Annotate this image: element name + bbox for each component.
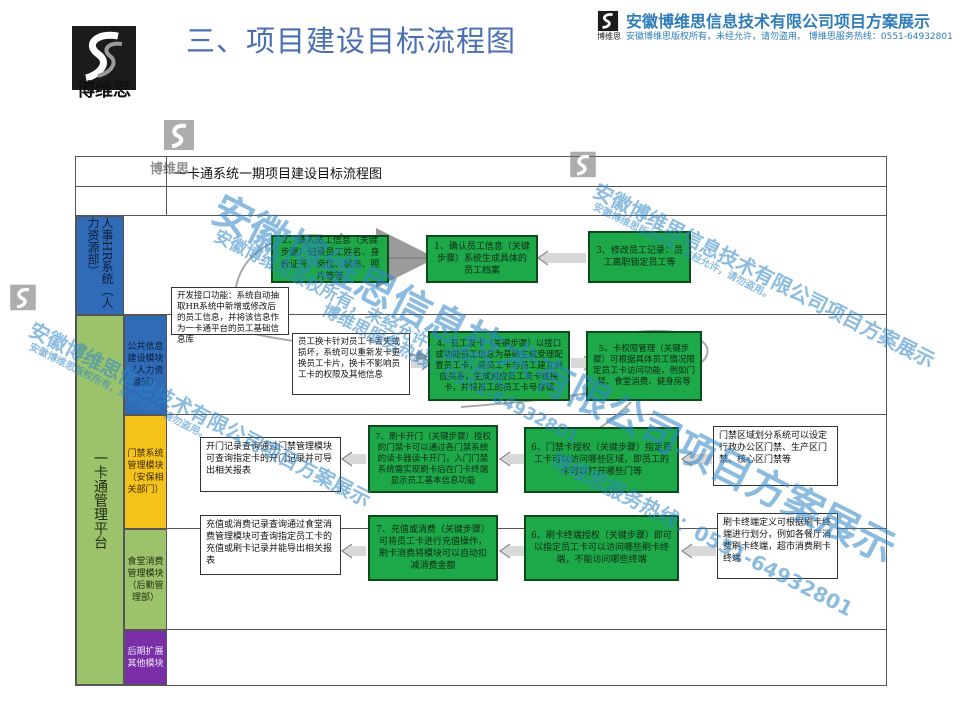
hr-row (76, 216, 886, 315)
lane-hr: 人事HR系统（人力资源部） (76, 216, 124, 315)
box-hr-step-1: 1、确认员工信息（关键步骤）系统生成具体的员工档案 (426, 235, 538, 283)
box-door-step-6: 6、门禁卡授权（关键步骤）指定员工卡可以访问哪些区域，即员工的卡可以打开哪些门等 (524, 427, 679, 493)
box-door-step-7: 7、刷卡开门（关键步骤）授权的门禁卡可以通过各门禁系统的读卡器读卡开门，入门门禁… (368, 425, 498, 493)
box-pub-step-4: 4、员工发卡（关键步骤）以接口或功能员工信息为基础生成受理配置员工卡，将员工卡与… (428, 331, 570, 401)
box-canteen-step-7: 7、充值或消费（关键步骤）可将员工卡进行充值操作，刷卡消费将模块可以自动扣减消费… (368, 515, 498, 581)
lane-public-info: 公共信息建设模块（人力资源部） (124, 315, 167, 415)
brand-title: 安徽博维思信息技术有限公司项目方案展示 (626, 12, 931, 31)
watermark-logo-label: 博维思 (150, 162, 190, 177)
box-door-zone: 门禁区域划分系统可以设定行政办公区门禁、生产区门禁、核心区门禁等 (713, 426, 838, 486)
brand-mini-text: 博维思 (597, 32, 621, 41)
lane-later: 后期扩展其他模块 (124, 630, 167, 685)
watermark-logo-icon (164, 120, 194, 150)
box-canteen-zone: 刷卡终端定义可根据刷卡终端进行划分，例如各餐厅消费刷卡终端，超市消费刷卡终端 (717, 513, 838, 579)
flow-diagram: 一卡通系统一期项目建设目标流程图 人事HR系统（人力资源部） 一卡通管理平台 公… (75, 156, 887, 686)
canteen-row (76, 529, 886, 630)
watermark-logo-icon (570, 151, 596, 178)
box-hr-step-3: 3、修改员工记录：员工离职锁定员工等 (588, 231, 691, 283)
page-title: 三、项目建设目标流程图 (186, 24, 517, 58)
lane-platform: 一卡通管理平台 (76, 315, 124, 685)
box-door-query: 开门记录查询通过门禁管理模块可查询指定卡的开门记录并可导出相关报表 (200, 437, 341, 492)
spacer-row (76, 187, 886, 216)
box-interface: 开发接口功能：系统自动抽取HR系统中新增或修改后的员工信息，并将该信息作为一卡通… (171, 287, 289, 345)
logo-text: 博维思 (77, 80, 131, 101)
watermark-logo-icon (10, 284, 36, 311)
company-logo (72, 26, 136, 90)
public-row (76, 315, 886, 415)
box-card-issue: 员工换卡针对员工卡丢失或损坏，系统可以重新发卡更换员工卡片，换卡不影响员工卡的权… (292, 333, 410, 395)
brand-mini-logo (597, 10, 619, 32)
diagram-title: 一卡通系统一期项目建设目标流程图 (174, 167, 383, 182)
lane-canteen: 食堂消费管理模块（后勤管理部） (124, 529, 167, 630)
lane-door: 门禁系统管理模块（安保相关部门） (124, 415, 167, 529)
box-hr-step-2: 2、录入员工信息（关键步骤）记录员工姓名、身份证号、岗位、状态、照片等等 (271, 235, 389, 283)
box-pub-step-5: 5、卡权限管理（关键步骤）可根据具体员工情况限定员工卡访问功能，例如门禁、食堂消… (586, 331, 702, 401)
diagram-title-row: 一卡通系统一期项目建设目标流程图 (76, 157, 886, 187)
brand-subtitle: 安徽博维思版权所有，未经允许，请勿盗用。 博维思服务热线：0551-649328… (626, 32, 953, 42)
box-canteen-step-6: 6、刷卡终端授权（关键步骤）即可以指定员工卡可以访问哪些刷卡终端，不能访问哪些终… (524, 515, 679, 581)
box-canteen-query: 充值或消费记录查询通过食堂消费管理模块可查询指定员工卡的充值或刷卡记录并能导出相… (200, 515, 341, 575)
